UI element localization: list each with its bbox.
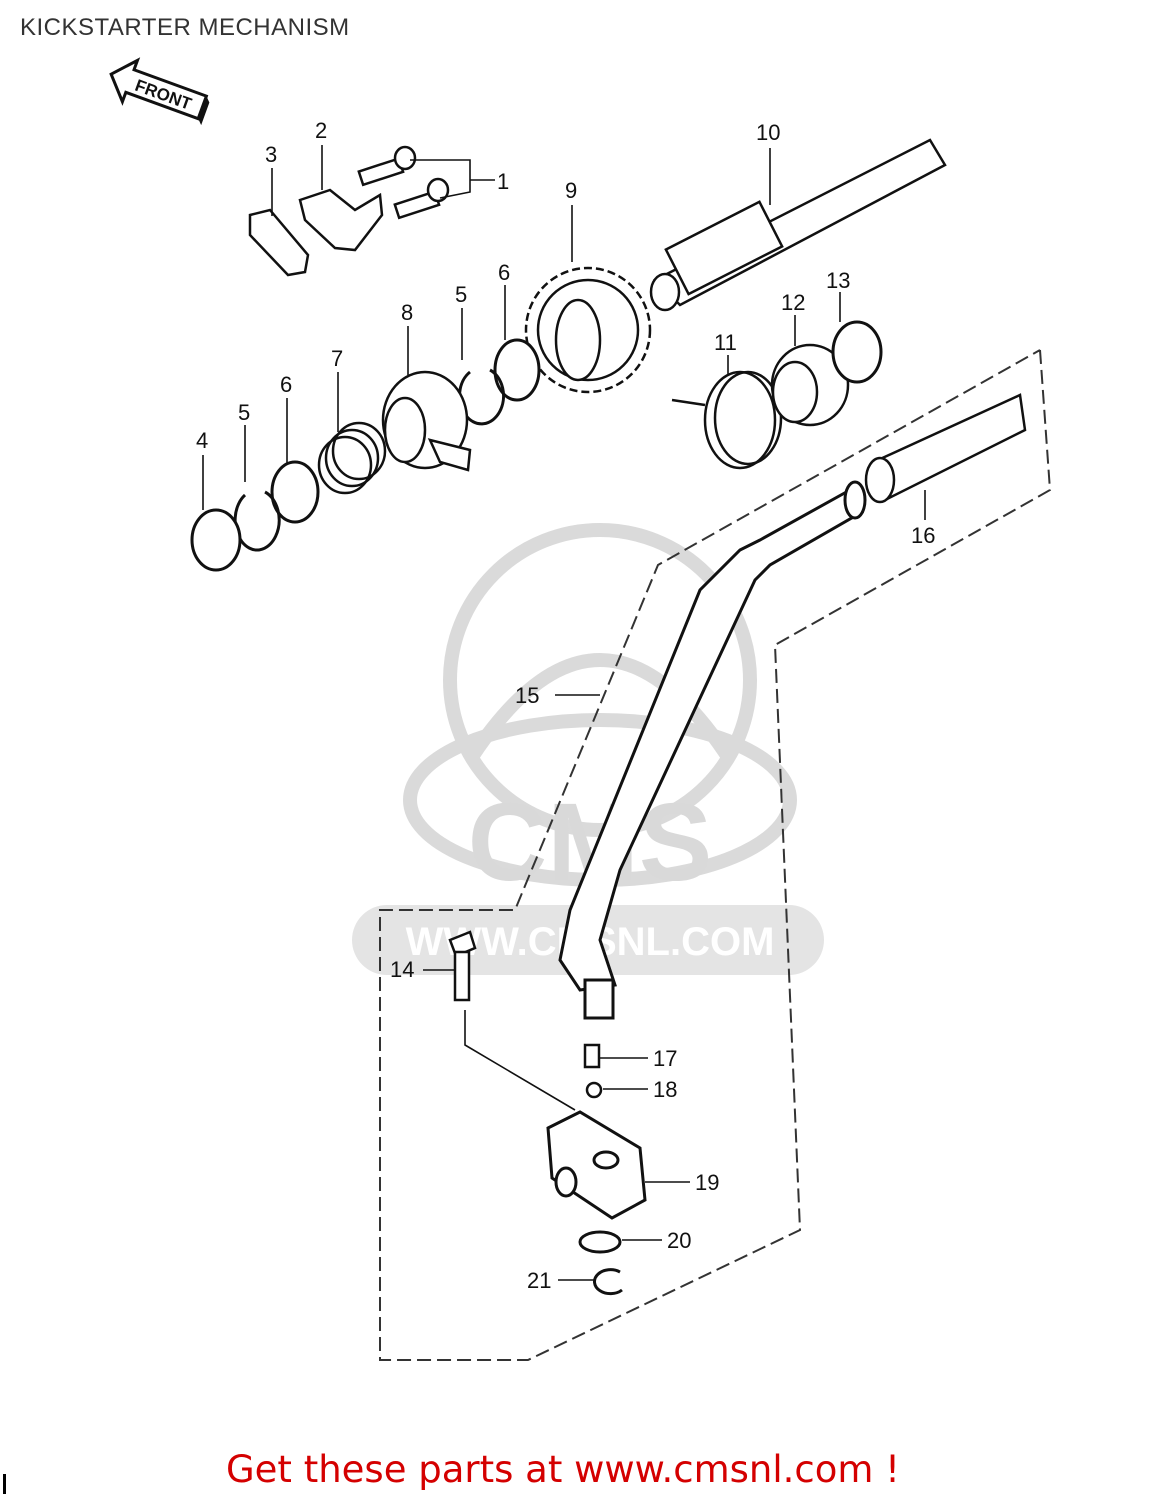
- callout-9: 9: [565, 178, 577, 203]
- page-title: KICKSTARTER MECHANISM: [20, 14, 350, 41]
- callout-6-upper: 6: [498, 260, 510, 285]
- callout-5-upper: 5: [455, 282, 467, 307]
- circlip-part-5-upper: [458, 368, 505, 426]
- corner-mark: [3, 1474, 6, 1494]
- callout-5-lower: 5: [238, 400, 250, 425]
- bolt-part-1: [357, 145, 450, 220]
- washer-part-13: [831, 320, 883, 384]
- sleeve-part-12: [770, 343, 850, 427]
- callout-4: 4: [196, 428, 208, 453]
- callout-20: 20: [667, 1228, 691, 1253]
- washer-part-20: [578, 1230, 622, 1254]
- callout-14: 14: [390, 957, 414, 982]
- callout-17: 17: [653, 1046, 677, 1071]
- spring-part-17: [583, 1043, 601, 1069]
- callout-15: 15: [515, 683, 539, 708]
- ball-part-18: [585, 1081, 603, 1099]
- callout-19: 19: [695, 1170, 719, 1195]
- callout-8: 8: [401, 300, 413, 325]
- plate-part-3: [248, 208, 310, 277]
- leader-lines: [202, 145, 926, 1281]
- kick-pedal-part-15: [558, 480, 867, 1020]
- washer-part-6-lower: [270, 460, 320, 524]
- callout-21: 21: [527, 1268, 551, 1293]
- footer-promo-link[interactable]: Get these parts at www.cmsnl.com !: [226, 1448, 901, 1491]
- circlip-part-5-lower: [233, 490, 281, 552]
- bolt-part-14: [448, 930, 477, 1002]
- assembly-boundary-line: [379, 349, 1052, 1361]
- callout-10: 10: [756, 120, 780, 145]
- callout-18: 18: [653, 1077, 677, 1102]
- callout-7: 7: [331, 346, 343, 371]
- callout-13: 13: [826, 268, 850, 293]
- rubber-grip-part-16: [864, 393, 1027, 504]
- callout-6-lower: 6: [280, 372, 292, 397]
- clamp-part-19: [546, 1110, 647, 1220]
- kick-shaft-part-10: [649, 138, 947, 312]
- spring-part-7: [317, 421, 387, 495]
- callout-1: 1: [497, 169, 509, 194]
- guide-plate-part-2: [298, 188, 384, 252]
- front-arrow-icon: FRONT: [109, 57, 210, 126]
- callout-2: 2: [315, 118, 327, 143]
- washer-part-6-upper: [493, 338, 541, 402]
- gear-part-9: [524, 266, 652, 394]
- circlip-part-21: [593, 1268, 623, 1296]
- washer-part-4: [190, 508, 242, 572]
- torsion-spring-part-11: [671, 370, 783, 470]
- callout-12: 12: [781, 290, 805, 315]
- callout-3: 3: [265, 142, 277, 167]
- callout-16: 16: [911, 523, 935, 548]
- callout-11: 11: [714, 330, 737, 355]
- ratchet-part-8: [381, 370, 472, 472]
